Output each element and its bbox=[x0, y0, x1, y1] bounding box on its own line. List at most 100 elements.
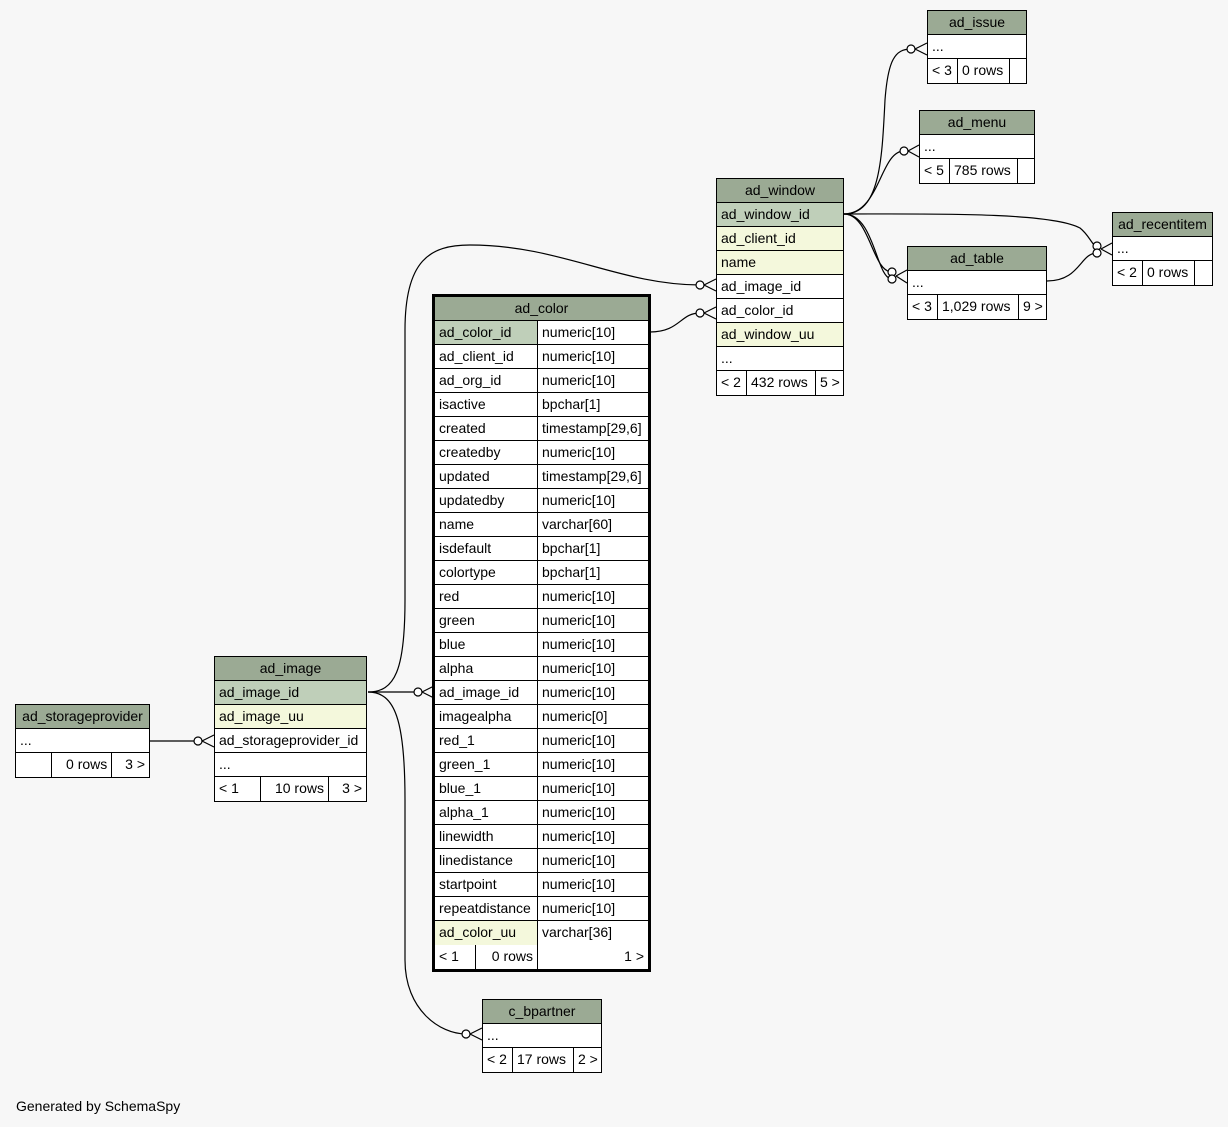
column-type: numeric[0] bbox=[537, 705, 648, 728]
stats-row: < 3 0 rows bbox=[928, 59, 1026, 83]
column-name: ad_org_id bbox=[439, 372, 502, 388]
entity-title: ad_window bbox=[717, 179, 843, 203]
edge-window-table-1 bbox=[843, 213, 893, 273]
stats-row: < 5 785 rows bbox=[920, 159, 1034, 183]
children-link[interactable]: 5 > bbox=[815, 371, 843, 395]
children-link[interactable]: 3 > bbox=[328, 777, 366, 801]
column-name: green_1 bbox=[439, 756, 491, 772]
column-name: linedistance bbox=[439, 852, 513, 868]
children-link[interactable]: 9 > bbox=[1018, 295, 1046, 319]
generated-by-footer: Generated by SchemaSpy bbox=[16, 1098, 181, 1114]
edge-image-bpartner bbox=[367, 691, 467, 1035]
edge-color-window bbox=[649, 312, 701, 333]
stats-row: < 3 1,029 rows 9 > bbox=[908, 295, 1046, 319]
column-row: ... bbox=[717, 347, 843, 371]
column-row: ad_color_id bbox=[717, 299, 843, 323]
entity-ad-issue[interactable]: ad_issue ... < 3 0 rows bbox=[927, 10, 1027, 84]
column-type: varchar[60] bbox=[537, 513, 648, 536]
parents-link[interactable]: < 3 bbox=[912, 298, 932, 314]
column-name: created bbox=[439, 420, 486, 436]
parents-link[interactable]: < 2 bbox=[721, 374, 741, 390]
crowfoot-mark bbox=[895, 269, 908, 284]
parents-link[interactable]: < 1 bbox=[219, 780, 239, 796]
children-link[interactable]: 2 > bbox=[573, 1048, 601, 1072]
crowfoot-mark bbox=[469, 1027, 483, 1041]
crowfoot-circle bbox=[193, 736, 203, 746]
column-name: ad_color_id bbox=[435, 321, 537, 344]
column-type: numeric[10] bbox=[537, 609, 648, 632]
entity-ad-table[interactable]: ad_table ... < 3 1,029 rows 9 > bbox=[907, 246, 1047, 320]
parents-link[interactable]: < 2 bbox=[487, 1051, 507, 1067]
entity-ad-image[interactable]: ad_image ad_image_id ad_image_uu ad_stor… bbox=[214, 656, 367, 802]
children-link[interactable]: 3 > bbox=[111, 753, 149, 777]
row-count: 1,029 rows bbox=[937, 295, 1018, 319]
column-row: ... bbox=[928, 35, 1026, 59]
row-count: 432 rows bbox=[746, 371, 815, 395]
column-name: red bbox=[439, 588, 460, 604]
column-name: alpha bbox=[439, 660, 474, 676]
entity-ad-menu[interactable]: ad_menu ... < 5 785 rows bbox=[919, 110, 1035, 184]
column-row: ad_window_id bbox=[717, 203, 843, 227]
entity-c-bpartner[interactable]: c_bpartner ... < 2 17 rows 2 > bbox=[482, 999, 602, 1073]
column-name: updated bbox=[439, 468, 490, 484]
parents-link[interactable]: < 1 bbox=[439, 948, 459, 964]
stats-row: < 2 17 rows 2 > bbox=[483, 1048, 601, 1072]
entity-title: ad_storageprovider bbox=[16, 705, 149, 729]
column-name: ad_color_uu bbox=[435, 921, 537, 945]
children-link[interactable] bbox=[1009, 59, 1026, 83]
crowfoot-circle bbox=[887, 274, 897, 284]
column-type: numeric[10] bbox=[537, 633, 648, 656]
parents-link[interactable]: < 5 bbox=[924, 162, 944, 178]
entity-ad-storageprovider[interactable]: ad_storageprovider ... 0 rows 3 > bbox=[15, 704, 150, 778]
entity-ad-recentitem[interactable]: ad_recentitem ... < 2 0 rows bbox=[1112, 212, 1213, 286]
column-row: ... bbox=[908, 271, 1046, 295]
row-count: 0 rows bbox=[1142, 261, 1194, 285]
row-count: 0 rows bbox=[475, 945, 537, 969]
crowfoot-mark bbox=[907, 144, 920, 158]
column-name: blue_1 bbox=[439, 780, 482, 796]
column-row: ... bbox=[920, 135, 1034, 159]
column-row: ad_window_uu bbox=[717, 323, 843, 347]
column-row: name bbox=[717, 251, 843, 275]
column-name: updatedby bbox=[439, 492, 505, 508]
column-type: bpchar[1] bbox=[537, 561, 648, 584]
column-type: numeric[10] bbox=[537, 873, 648, 896]
crowfoot-circle bbox=[413, 687, 423, 697]
children-link[interactable] bbox=[1194, 261, 1212, 285]
parents-link[interactable]: < 2 bbox=[1117, 264, 1137, 280]
parents-link[interactable]: < 3 bbox=[932, 62, 952, 78]
crowfoot-mark bbox=[201, 734, 215, 748]
entity-ad-window[interactable]: ad_window ad_window_id ad_client_id name… bbox=[716, 178, 844, 396]
crowfoot-circle bbox=[906, 44, 916, 54]
crowfoot-mark bbox=[914, 42, 928, 56]
edge-window-recentitem bbox=[843, 213, 1098, 247]
crowfoot-circle bbox=[695, 308, 705, 318]
edge-window-table-2 bbox=[843, 213, 893, 280]
column-type: numeric[10] bbox=[537, 321, 648, 344]
column-row: ad_image_id bbox=[215, 681, 366, 705]
children-link[interactable]: 1 > bbox=[537, 945, 648, 969]
stats-row: 0 rows 3 > bbox=[16, 753, 149, 777]
column-row: ad_storageprovider_id bbox=[215, 729, 366, 753]
parents-link[interactable] bbox=[16, 753, 51, 777]
column-name: startpoint bbox=[439, 876, 497, 892]
children-link[interactable] bbox=[1017, 159, 1034, 183]
entity-title: ad_issue bbox=[928, 11, 1026, 35]
edge-table-recentitem bbox=[1046, 252, 1098, 282]
